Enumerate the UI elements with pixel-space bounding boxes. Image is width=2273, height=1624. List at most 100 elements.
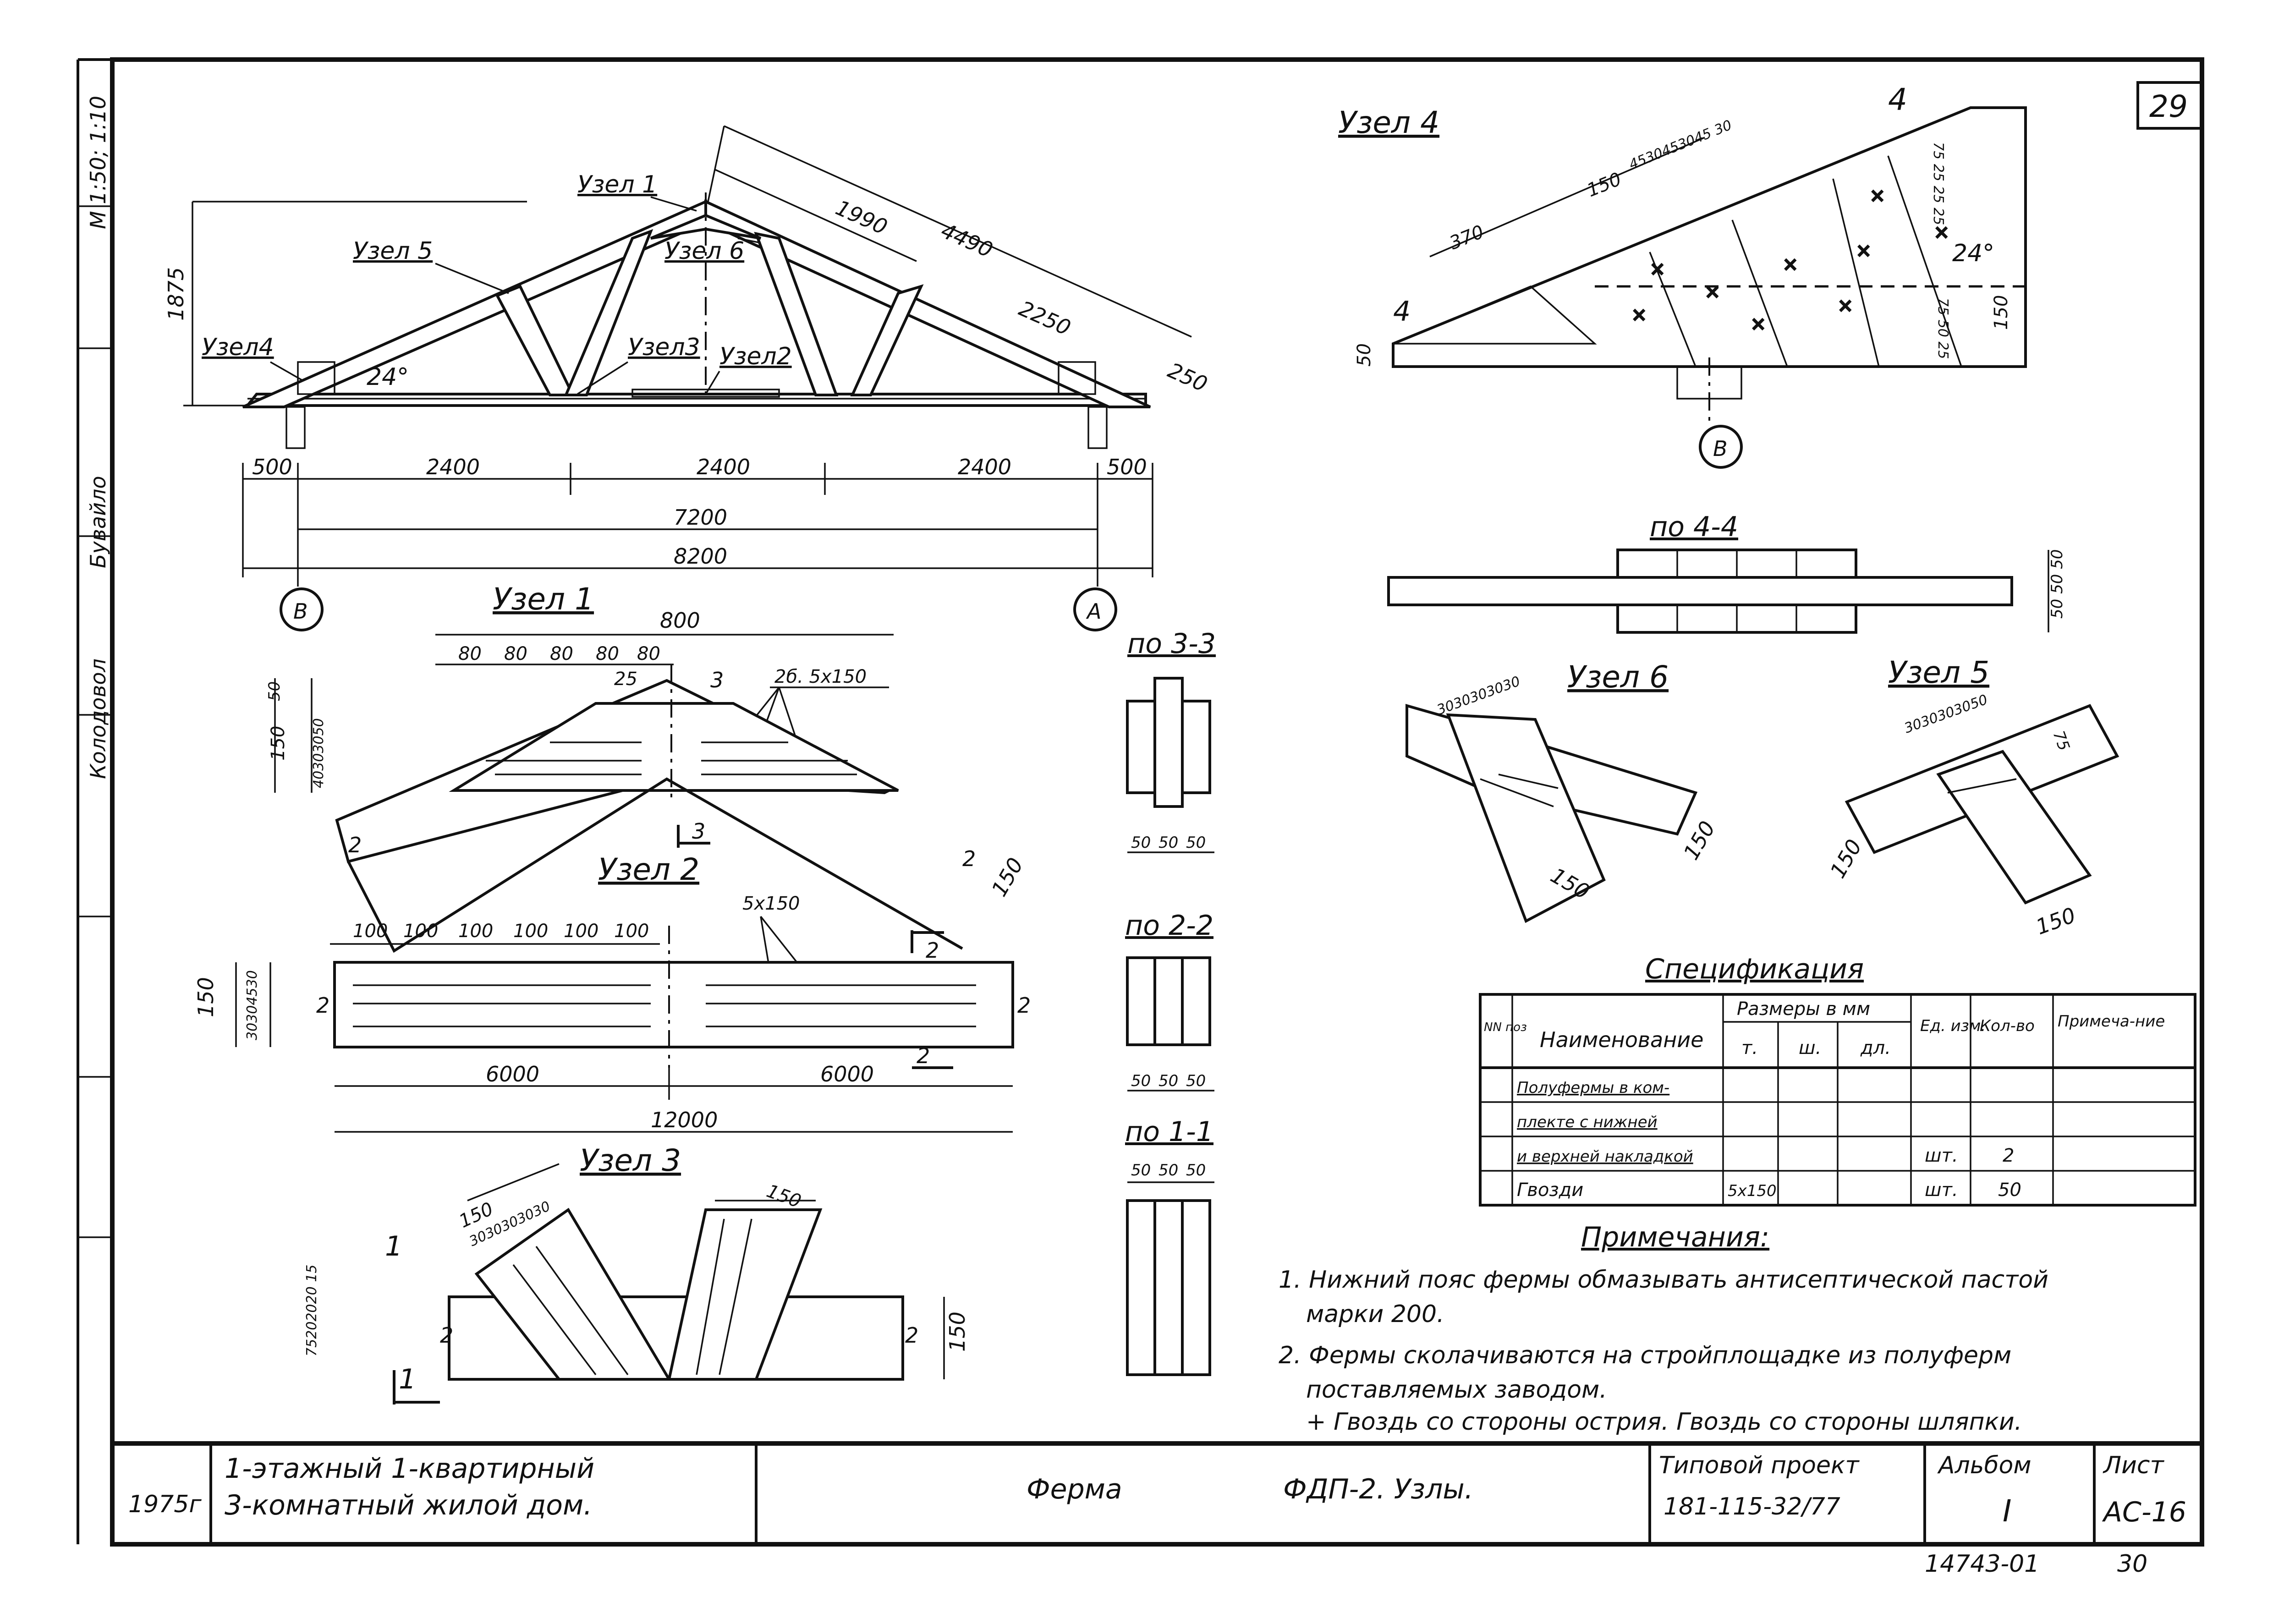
svg-text:×: × <box>1650 258 1665 280</box>
svg-text:80: 80 <box>504 643 527 664</box>
truss-dim-b4: 500 <box>1107 455 1147 479</box>
section22-title: по 2-2 <box>1125 910 1213 942</box>
svg-text:дл.: дл. <box>1860 1037 1891 1059</box>
page-number: 30 <box>2117 1550 2147 1578</box>
truss-angle: 24° <box>367 363 409 391</box>
uzel2-title: Узел 2 <box>598 852 699 887</box>
uzel-2-detail: Узел 2 100 100 100 100 100 100 5x150 2 2… <box>193 852 1031 1133</box>
truss-node-2: Узел2 <box>719 343 792 370</box>
svg-text:шт.: шт. <box>1925 1180 1958 1201</box>
tb-list: АС-16 <box>2102 1496 2186 1528</box>
truss-node-1: Узел 1 <box>577 171 657 198</box>
svg-text:3030303030: 3030303030 <box>1435 673 1522 718</box>
truss-dim-b2: 2400 <box>697 455 750 479</box>
svg-text:×: × <box>1934 222 1949 243</box>
axis-bubble-a <box>1073 587 1117 631</box>
uzel1-section-mark: 3 <box>710 668 724 692</box>
uzel4-title: Узел 4 <box>1338 105 1439 140</box>
svg-text:ш.: ш. <box>1799 1037 1821 1059</box>
svg-text:2: 2 <box>2003 1145 2014 1166</box>
svg-text:100: 100 <box>458 921 493 942</box>
sheet-frame <box>110 57 2204 1547</box>
spec-row-0-name: Полуфермы в ком- <box>1517 1079 1669 1097</box>
uzel5-title: Узел 5 <box>1888 655 1989 690</box>
svg-text:Ед. изм.: Ед. изм. <box>1920 1017 1986 1035</box>
svg-text:шт.: шт. <box>1925 1145 1958 1166</box>
svg-text:×: × <box>1783 254 1798 275</box>
truss-total-inner: 7200 <box>674 505 727 530</box>
svg-text:Альбом: Альбом <box>1937 1452 2031 1479</box>
svg-text:80: 80 <box>458 643 482 664</box>
uzel-4-detail: Узел 4 В 370 150 4530453045 30 4 4 24° 7… <box>1338 82 2027 469</box>
tb-project-1: 1-этажный 1-квартирный <box>225 1453 594 1485</box>
truss-dim-b0: 500 <box>252 455 292 479</box>
truss-dim-1990: 1990 <box>832 195 891 240</box>
svg-text:50: 50 <box>1158 1161 1178 1180</box>
uzel-5-detail: Узел 5 3030303050 150 150 75 <box>1825 655 2119 940</box>
notes-title: Примечания: <box>1581 1221 1769 1253</box>
title-block: 1975г 1-этажный 1-квартирный 3-комнатный… <box>112 1441 2202 1578</box>
tb-year: 1975г <box>128 1491 202 1518</box>
spec-row-3-name: Гвозди <box>1517 1180 1583 1201</box>
section11-title: по 1-1 <box>1125 1116 1213 1148</box>
svg-text:75 25 25 25: 75 25 25 25 <box>1930 142 1946 225</box>
svg-text:Лист: Лист <box>2103 1452 2164 1479</box>
svg-text:2: 2 <box>316 993 329 1018</box>
svg-text:×: × <box>1870 185 1885 206</box>
uzel2-total: 12000 <box>651 1108 718 1132</box>
truss-node-6: Узел 6 <box>664 237 744 265</box>
svg-text:2: 2 <box>1017 993 1031 1018</box>
truss-dim-b1: 2400 <box>426 455 480 479</box>
svg-text:150: 150 <box>193 977 218 1017</box>
svg-text:6000: 6000 <box>486 1062 539 1086</box>
truss-dim-2250: 2250 <box>1016 296 1075 340</box>
svg-text:50: 50 <box>265 681 284 701</box>
svg-text:150: 150 <box>2032 903 2079 940</box>
uzel-1-detail: Узел 1 800 80 80 80 80 80 25 3 2б. 5x150 <box>265 582 1028 953</box>
svg-text:150: 150 <box>1584 169 1625 201</box>
svg-text:×: × <box>1705 281 1720 302</box>
svg-text:т.: т. <box>1741 1037 1758 1059</box>
axis-bubble-b <box>280 587 324 631</box>
note-line-1: 1. Нижний пояс фермы обмазывать антисепт… <box>1279 1266 2048 1294</box>
truss-total: 8200 <box>674 544 727 569</box>
axis-label-a: А <box>1086 599 1101 624</box>
svg-text:50: 50 <box>1158 834 1178 852</box>
svg-text:50: 50 <box>1158 1072 1178 1090</box>
svg-text:3: 3 <box>692 819 705 844</box>
uzel4-angle: 24° <box>1952 240 1994 267</box>
svg-text:4530453045 30: 4530453045 30 <box>1627 117 1734 173</box>
truss-elevation: Узел 1 Узел 5 Узел 6 Узел4 Узел3 Узел2 2… <box>164 125 1211 631</box>
svg-text:50: 50 <box>1131 834 1151 852</box>
svg-text:150: 150 <box>945 1311 970 1352</box>
spec-row-1-name: плекте с нижней <box>1517 1113 1658 1131</box>
note-line-5: + Гвоздь со стороны острия. Гвоздь со ст… <box>1306 1408 2022 1436</box>
svg-text:100: 100 <box>353 921 388 942</box>
uzel1-title: Узел 1 <box>493 582 594 617</box>
section-2-2: по 2-2 50 50 50 <box>1125 910 1214 1092</box>
tb-sheet-subtitle: ФДП-2. Узлы. <box>1283 1473 1473 1505</box>
side-stamp: М 1:50; 1:10 Бувайло Колодовол <box>86 96 110 779</box>
svg-text:100: 100 <box>513 921 548 942</box>
spec-row-2-name: и верхней накладкой <box>1517 1147 1693 1166</box>
svg-text:50 50 50: 50 50 50 <box>2048 549 2066 619</box>
svg-text:50: 50 <box>1186 1161 1206 1180</box>
svg-text:2: 2 <box>440 1323 453 1348</box>
uzel1-nails: 2б. 5x150 <box>774 666 867 687</box>
svg-text:150: 150 <box>268 726 289 761</box>
tb-album: I <box>2003 1493 2011 1529</box>
uzel4-mark: 4 <box>1888 82 1907 117</box>
svg-text:2: 2 <box>917 1043 930 1068</box>
svg-text:×: × <box>1838 295 1853 316</box>
svg-text:150: 150 <box>1679 817 1720 864</box>
svg-text:100: 100 <box>564 921 598 942</box>
svg-text:50: 50 <box>1998 1180 2021 1201</box>
truss-dim-4490: 4490 <box>938 218 997 263</box>
svg-text:Бувайло: Бувайло <box>86 476 110 568</box>
sheet-number: 29 <box>2149 89 2188 124</box>
spec-title: Спецификация <box>1645 953 1864 985</box>
truss-node-3: Узел3 <box>628 334 700 361</box>
uzel-6-detail: Узел 6 3030303030 150 150 <box>1406 659 1720 923</box>
uzel2-nails: 5x150 <box>742 893 800 914</box>
